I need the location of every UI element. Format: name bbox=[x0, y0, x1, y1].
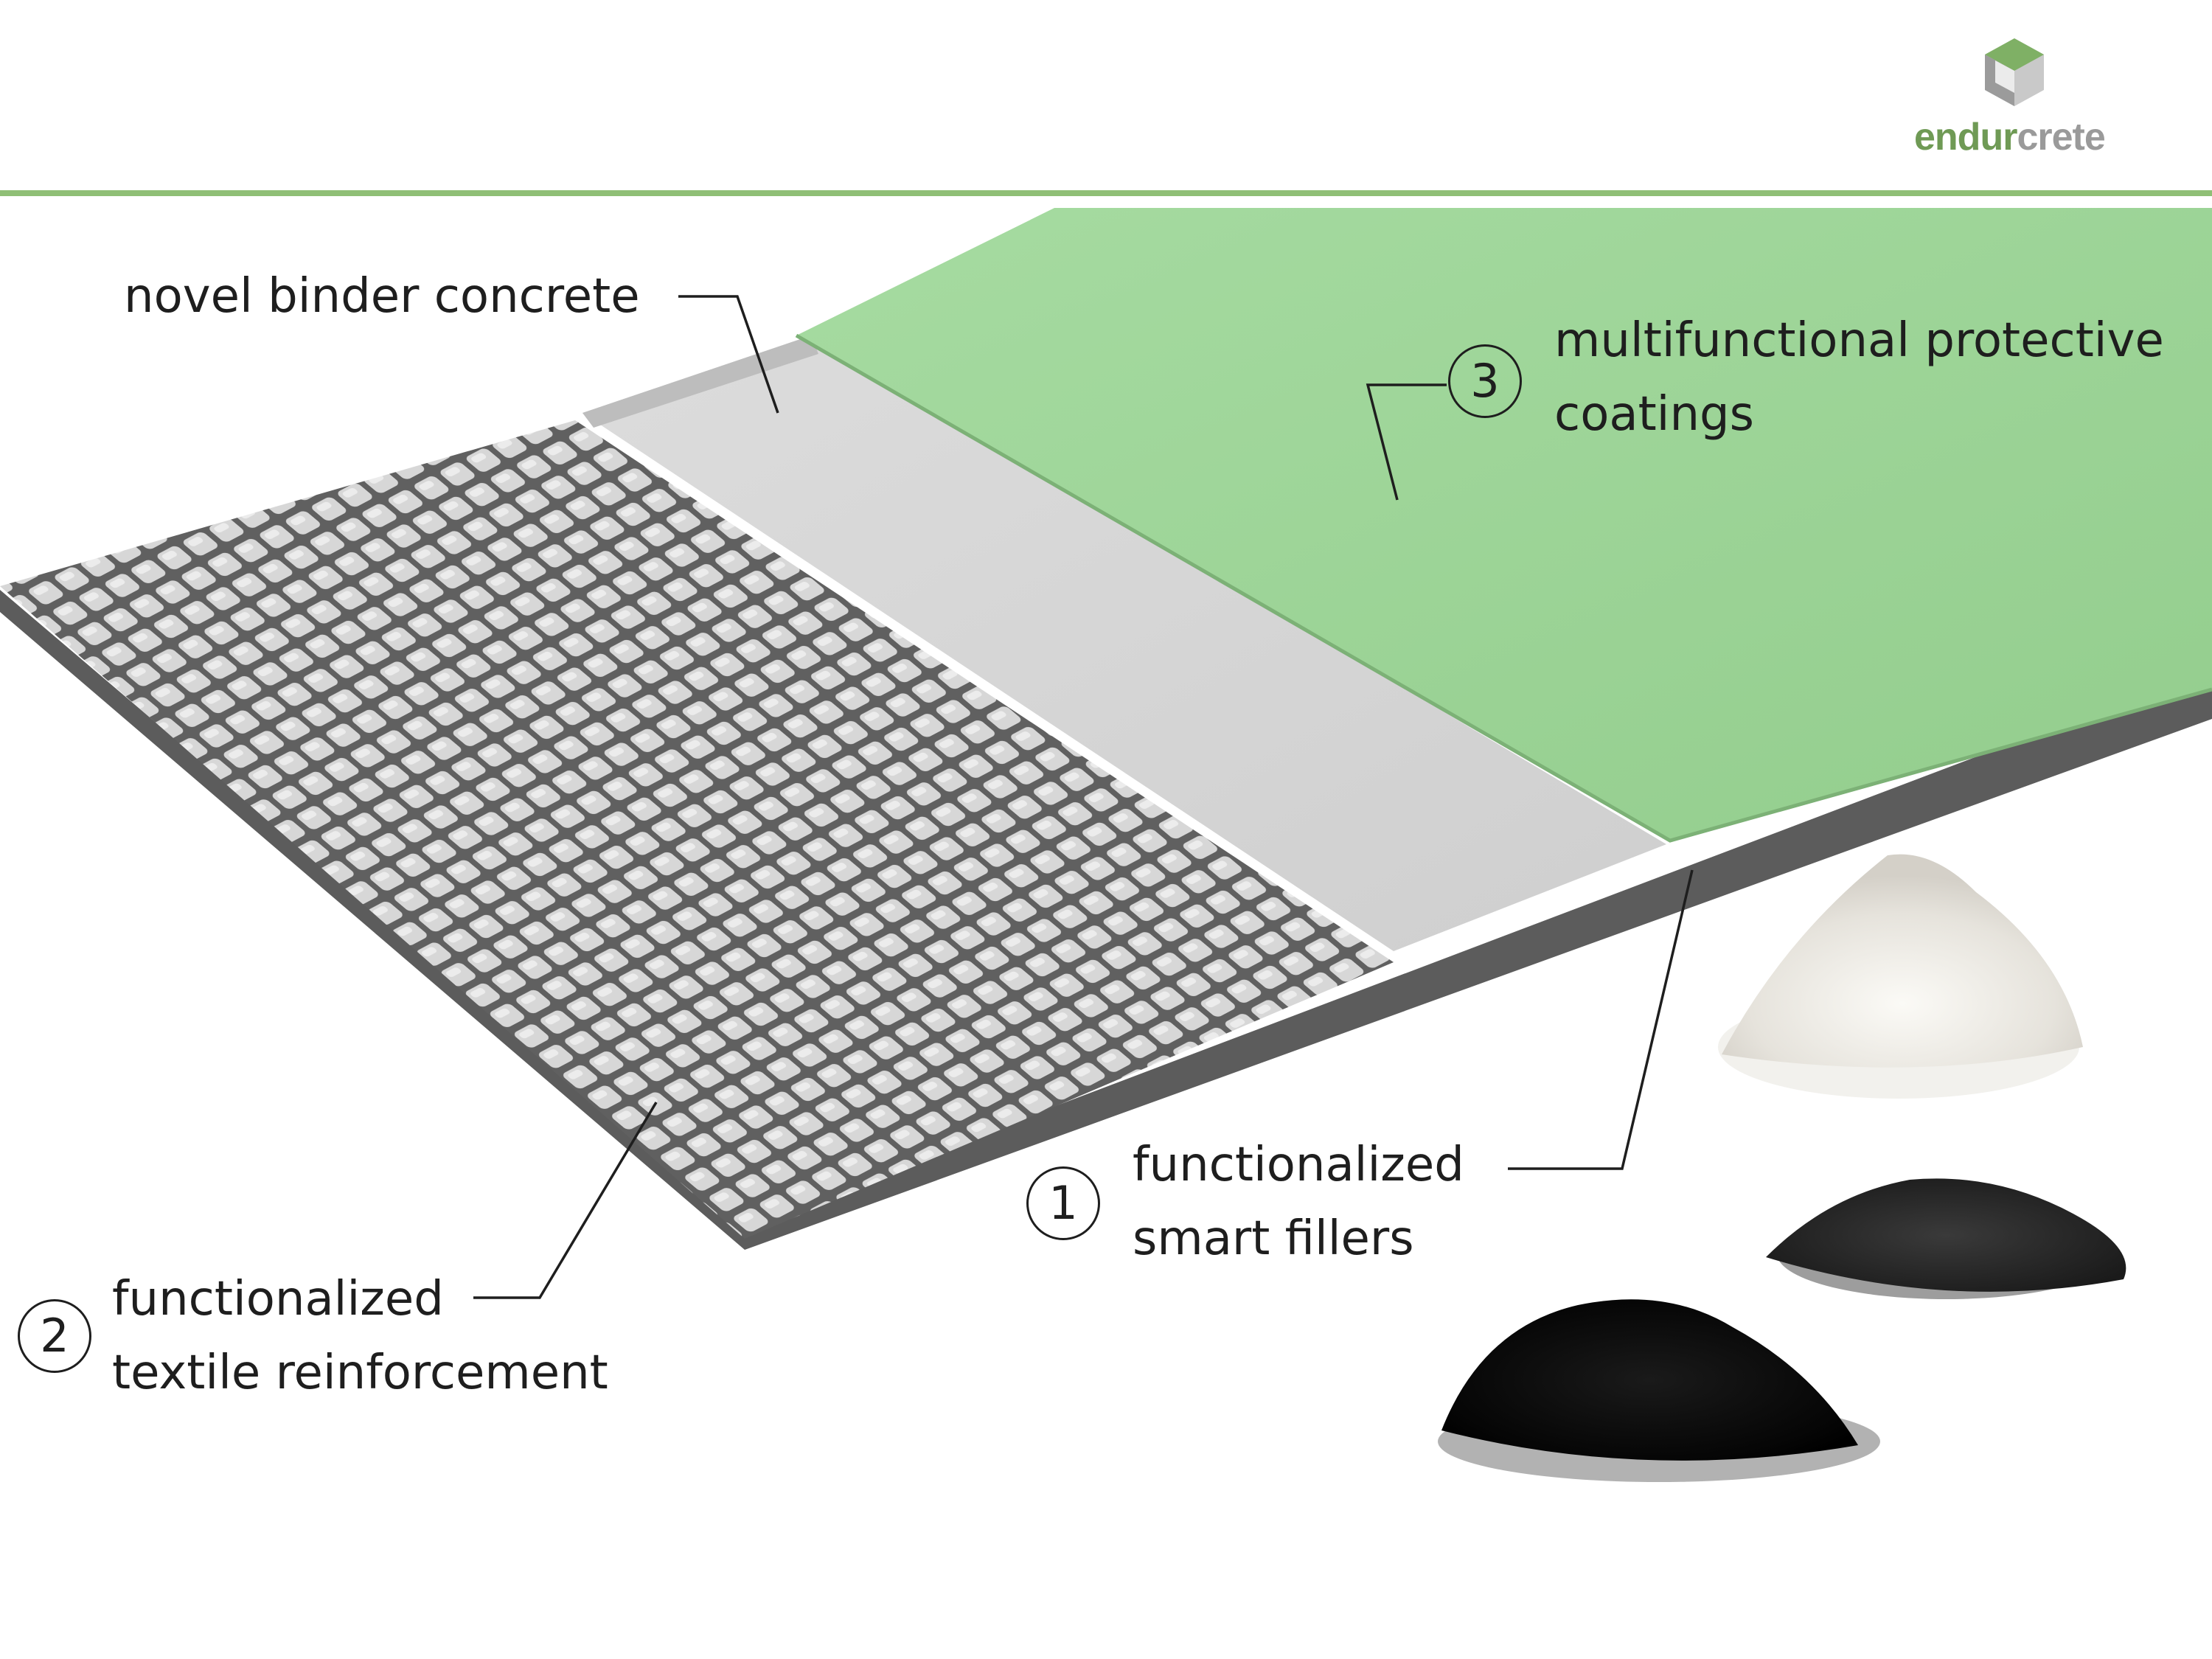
brand-wordmark: endurcrete bbox=[1914, 115, 2105, 159]
white-filler-powder bbox=[1718, 855, 2083, 1099]
header-rule bbox=[0, 190, 2212, 196]
fillers-line-1: functionalized bbox=[1133, 1128, 1464, 1202]
fillers-number-badge: 1 bbox=[1026, 1166, 1100, 1240]
brand-name-part-1: endur bbox=[1914, 116, 2017, 159]
coatings-number-badge: 3 bbox=[1448, 344, 1522, 418]
cube-logo-icon bbox=[1985, 38, 2044, 106]
coatings-line-1: multifunctional protective bbox=[1554, 304, 2164, 378]
textile-line-2: textile reinforcement bbox=[112, 1336, 608, 1410]
textile-line-1: functionalized bbox=[112, 1262, 608, 1336]
coatings-line-2: coatings bbox=[1554, 378, 2164, 451]
label-binder-concrete: novel binder concrete bbox=[124, 260, 640, 333]
label-smart-fillers: functionalized smart fillers bbox=[1133, 1128, 1464, 1276]
fillers-line-2: smart fillers bbox=[1133, 1202, 1464, 1276]
textile-number-badge: 2 bbox=[18, 1299, 91, 1373]
binder-text: novel binder concrete bbox=[124, 269, 640, 324]
label-protective-coatings: multifunctional protective coatings bbox=[1554, 304, 2164, 451]
carbon-black-filler-powder bbox=[1438, 1299, 1880, 1482]
graphite-filler-granules bbox=[1766, 1178, 2126, 1299]
brand-name-part-2: crete bbox=[2017, 116, 2104, 159]
label-textile-reinforcement: functionalized textile reinforcement bbox=[112, 1262, 608, 1410]
